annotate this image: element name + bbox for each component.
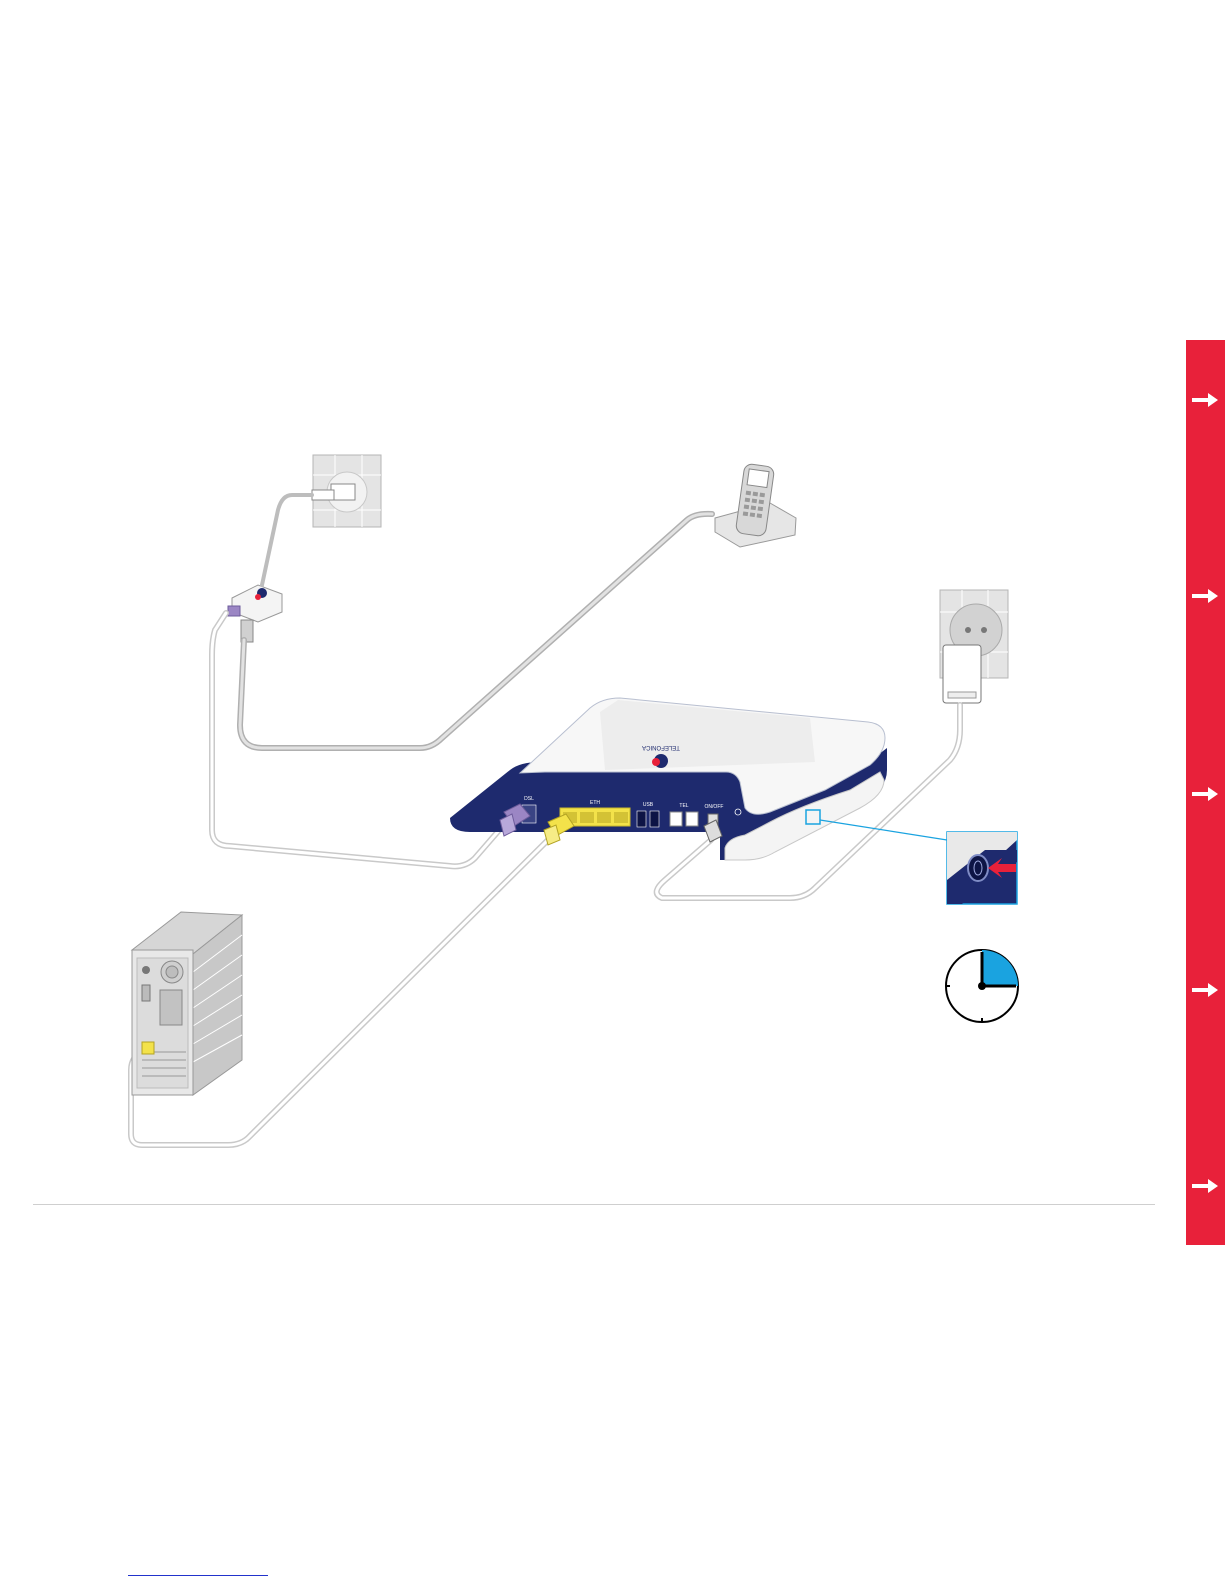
clock-quarter-icon (946, 950, 1018, 1022)
tab-arrow-icon[interactable] (1190, 588, 1220, 604)
cordless-phone (715, 463, 796, 547)
phone-wall-socket (312, 455, 381, 527)
tab-arrow-icon[interactable] (1190, 982, 1220, 998)
svg-text:TEL: TEL (679, 803, 688, 809)
footer-link-underline[interactable] (128, 1575, 268, 1576)
side-navigation-tab (1186, 340, 1225, 1245)
tab-arrow-icon[interactable] (1190, 786, 1220, 802)
tab-arrow-icon[interactable] (1190, 1178, 1220, 1194)
dsl-splitter (228, 585, 282, 642)
router: TELEFONICA DSL ETH USB TEL ON/OFF (450, 698, 887, 860)
desktop-computer (132, 912, 242, 1095)
power-wall-socket (940, 590, 1008, 703)
svg-text:ON/OFF: ON/OFF (705, 804, 724, 810)
timer-elapsed-wedge (982, 950, 1018, 986)
computer-ethernet-plug (142, 1042, 154, 1054)
svg-text:TELEFONICA: TELEFONICA (642, 744, 680, 750)
svg-text:USB: USB (643, 802, 654, 808)
tab-arrow-icon[interactable] (1190, 392, 1220, 408)
page-divider (33, 1204, 1155, 1205)
svg-text:ETH: ETH (590, 800, 600, 806)
power-button-zoom (947, 832, 1017, 904)
svg-text:DSL: DSL (524, 796, 534, 802)
